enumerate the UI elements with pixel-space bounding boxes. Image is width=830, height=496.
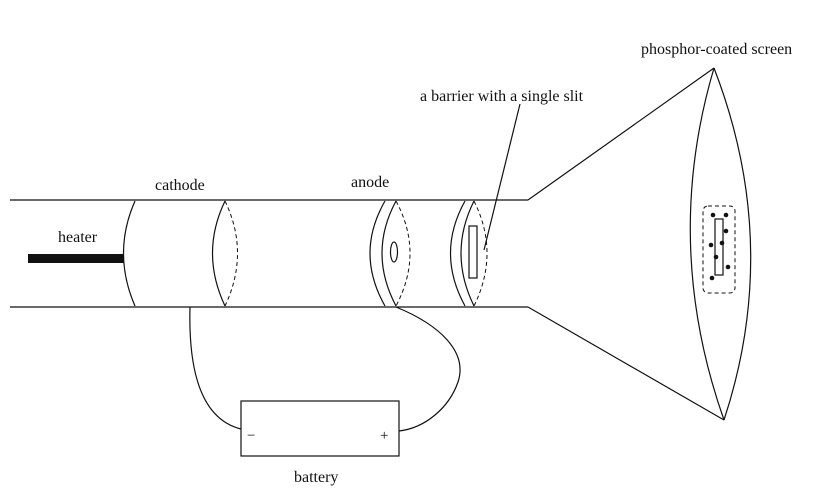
single-slit bbox=[468, 225, 478, 279]
funnel-bottom-edge bbox=[527, 306, 725, 421]
anode-back-curve bbox=[395, 200, 411, 307]
slit-barrier bbox=[450, 200, 488, 307]
anode-wire bbox=[395, 306, 461, 432]
electron-hits bbox=[708, 212, 731, 281]
battery-negative-terminal: − bbox=[247, 428, 255, 444]
cathode-label: cathode bbox=[155, 177, 205, 194]
slit-barrier-label: a barrier with a single slit bbox=[420, 88, 584, 105]
screen-back-curve bbox=[713, 67, 752, 421]
phosphor-screen-label: phosphor-coated screen bbox=[641, 41, 792, 58]
battery-positive-terminal: + bbox=[380, 428, 388, 444]
impact-region bbox=[702, 205, 736, 294]
cathode-wire bbox=[189, 306, 242, 430]
barrier-back-curve bbox=[473, 200, 488, 307]
slit-image bbox=[714, 218, 724, 276]
cathode-solid-curve bbox=[122, 200, 136, 307]
circuit: − + bbox=[189, 306, 461, 457]
anode-front-curve bbox=[381, 200, 397, 307]
tube-outline bbox=[10, 67, 725, 421]
anode-label: anode bbox=[351, 174, 389, 191]
cathode-back-curve bbox=[224, 200, 238, 307]
barrier-outer-curve bbox=[450, 200, 466, 307]
funnel-top-edge bbox=[527, 67, 715, 201]
cathode-front-curve bbox=[212, 200, 226, 307]
cathode-electrode bbox=[122, 200, 238, 307]
anode-outer-curve bbox=[369, 200, 386, 307]
battery-label: battery bbox=[294, 469, 338, 486]
anode-electrode bbox=[369, 200, 411, 307]
barrier-front-curve bbox=[460, 200, 475, 307]
battery-body bbox=[240, 400, 400, 457]
heater-label: heater bbox=[58, 229, 98, 246]
anode-hole bbox=[389, 241, 399, 263]
phosphor-screen bbox=[689, 67, 752, 421]
heater-element bbox=[28, 254, 124, 263]
slit-label-leader bbox=[483, 103, 521, 251]
screen-front-curve bbox=[689, 67, 725, 421]
